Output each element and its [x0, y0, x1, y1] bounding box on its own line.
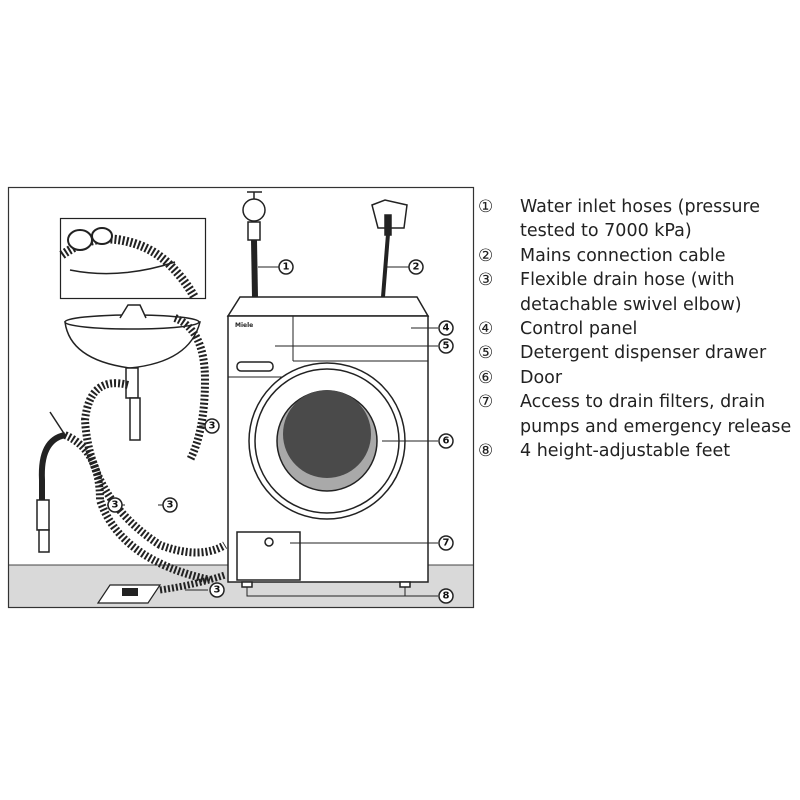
dispenser-drawer — [236, 361, 274, 372]
svg-text:5: 5 — [443, 341, 450, 352]
svg-text:6: 6 — [443, 436, 450, 447]
water-tap — [242, 191, 266, 241]
door-glass — [283, 390, 371, 478]
callout-5: 5 — [438, 338, 454, 354]
standpipe — [36, 411, 66, 553]
callout-7: 7 — [438, 535, 454, 551]
svg-text:3: 3 — [214, 585, 221, 596]
mains-cable — [381, 233, 390, 298]
svg-text:3: 3 — [167, 500, 174, 511]
water-inlet-hose — [251, 239, 258, 298]
svg-text:3: 3 — [209, 421, 216, 432]
legend-marker: ⑥ — [478, 367, 494, 388]
callout-3-sink: 3 — [204, 418, 220, 434]
legend-marker: ① — [478, 197, 494, 217]
svg-text:7: 7 — [443, 538, 450, 549]
legend-item-drain-access: ⑦ Access to drain filters, drain pumps a… — [478, 390, 798, 439]
legend-text: Water inlet hoses (pressure tested to 70… — [520, 197, 761, 242]
legend-marker: ② — [478, 245, 494, 266]
drain-hose-loop — [80, 379, 228, 557]
brand-logo: Miele — [235, 322, 253, 329]
legend-text: Flexible drain hose (with detachable swi… — [520, 270, 742, 315]
svg-text:3: 3 — [112, 500, 119, 511]
callout-4: 4 — [438, 320, 454, 336]
callout-lines — [107, 327, 438, 597]
legend-text: Mains connection cable — [520, 245, 726, 266]
legend-item-control-panel: ④ Control panel — [478, 317, 798, 341]
callout-3-standpipe-a: 3 — [107, 497, 123, 513]
washing-machine — [226, 296, 430, 588]
callout-1: 1 — [278, 259, 294, 275]
legend-item-feet: ⑧ 4 height-adjustable feet — [478, 439, 798, 463]
legend-text: Door — [520, 367, 563, 388]
callout-3-standpipe-b: 3 — [162, 497, 178, 513]
legend-marker: ④ — [478, 319, 494, 340]
legend-item-drain-hose: ③ Flexible drain hose (with detachable s… — [478, 268, 798, 317]
foot-left — [241, 581, 253, 588]
svg-text:2: 2 — [413, 262, 420, 273]
svg-text:1: 1 — [283, 262, 290, 273]
callout-8: 8 — [438, 588, 454, 604]
callout-3-floor: 3 — [209, 582, 225, 598]
legend-marker: ⑦ — [478, 392, 494, 413]
drain-hose-sink — [173, 314, 210, 462]
component-legend: ① Water inlet hoses (pressure tested to … — [478, 195, 798, 463]
drain-hose-standpipe — [63, 431, 211, 584]
svg-text:4: 4 — [443, 323, 450, 334]
floor-drain — [96, 571, 227, 604]
legend-item-mains-cable: ② Mains connection cable — [478, 244, 798, 268]
svg-text:8: 8 — [443, 591, 450, 602]
diagram-frame — [7, 186, 475, 609]
legend-item-dispenser-drawer: ⑤ Detergent dispenser drawer — [478, 341, 798, 365]
callout-6: 6 — [438, 433, 454, 449]
legend-marker: ⑤ — [478, 343, 494, 364]
machine-top — [226, 296, 430, 317]
sink — [64, 304, 201, 441]
legend-item-water-inlet: ① Water inlet hoses (pressure tested to … — [478, 195, 798, 244]
swivel-elbow-detail-inset — [59, 217, 207, 301]
legend-text: Detergent dispenser drawer — [520, 343, 767, 364]
legend-text: Access to drain filters, drain pumps and… — [520, 392, 792, 437]
foot-right — [399, 581, 411, 588]
callout-2: 2 — [408, 259, 424, 275]
legend-item-door: ⑥ Door — [478, 366, 798, 390]
legend-text: 4 height-adjustable feet — [520, 441, 731, 462]
wall-socket — [371, 199, 408, 236]
legend-text: Control panel — [520, 319, 638, 340]
legend-marker: ⑧ — [478, 441, 494, 462]
legend-marker: ③ — [478, 270, 494, 291]
